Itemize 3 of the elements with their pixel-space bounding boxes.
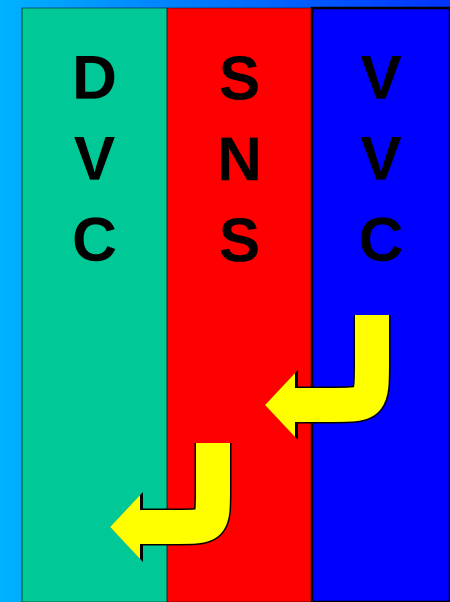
column-band: D V C <box>22 8 168 602</box>
column-band: V V C <box>310 6 450 602</box>
column-band: S N S <box>166 8 312 602</box>
